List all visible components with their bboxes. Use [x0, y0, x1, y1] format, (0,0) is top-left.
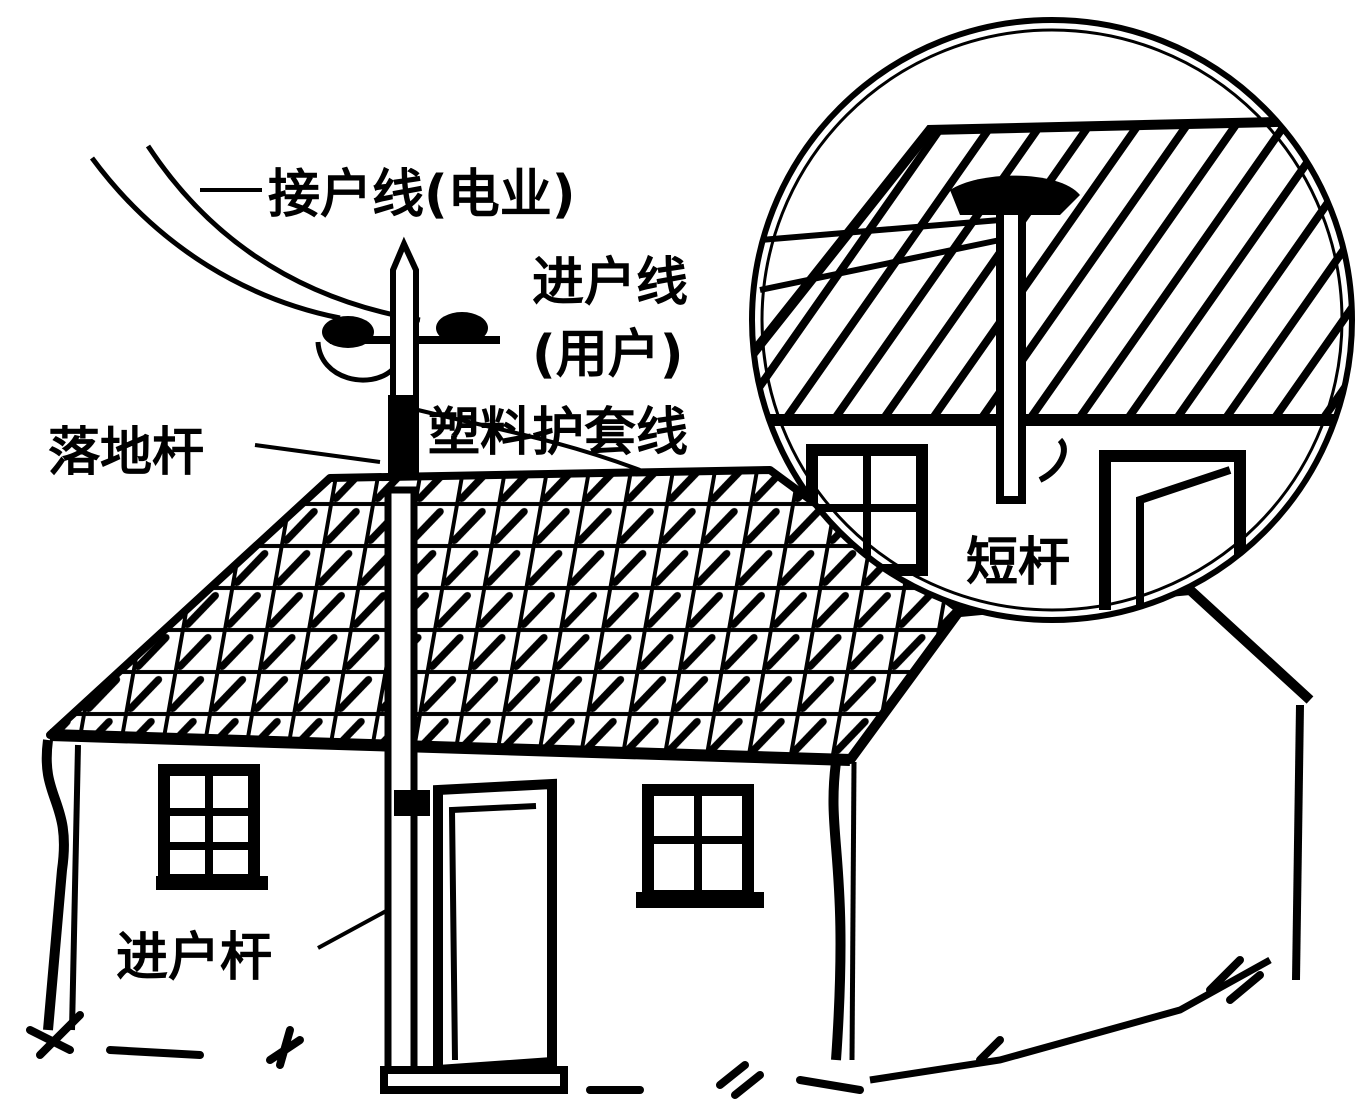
label-drop-pole: 落地杆 — [48, 423, 204, 483]
insulator-bracket — [315, 312, 500, 383]
ground-grass — [26, 956, 1264, 1099]
label-service-drop: 接户线(电业) — [268, 165, 576, 225]
roof — [46, 466, 965, 766]
drop-pole — [388, 236, 419, 493]
label-service-entrance-owner: (用户) — [532, 325, 684, 385]
magnified-detail — [749, 17, 1355, 623]
label-entrance-pole: 进户杆 — [116, 928, 272, 988]
door — [380, 778, 568, 1094]
label-plastic-sheathed-wire: 塑料护套线 — [428, 403, 688, 463]
label-service-entrance-line: 进户线 — [532, 253, 688, 313]
sheathed-wire — [417, 408, 641, 472]
label-short-pole: 短杆 — [966, 533, 1070, 593]
right-window — [636, 784, 764, 908]
leader-lines — [200, 188, 389, 950]
front-wall — [41, 739, 857, 1061]
left-window — [156, 764, 268, 890]
service-drop-wires — [89, 144, 421, 323]
side-wall — [869, 584, 1314, 1084]
